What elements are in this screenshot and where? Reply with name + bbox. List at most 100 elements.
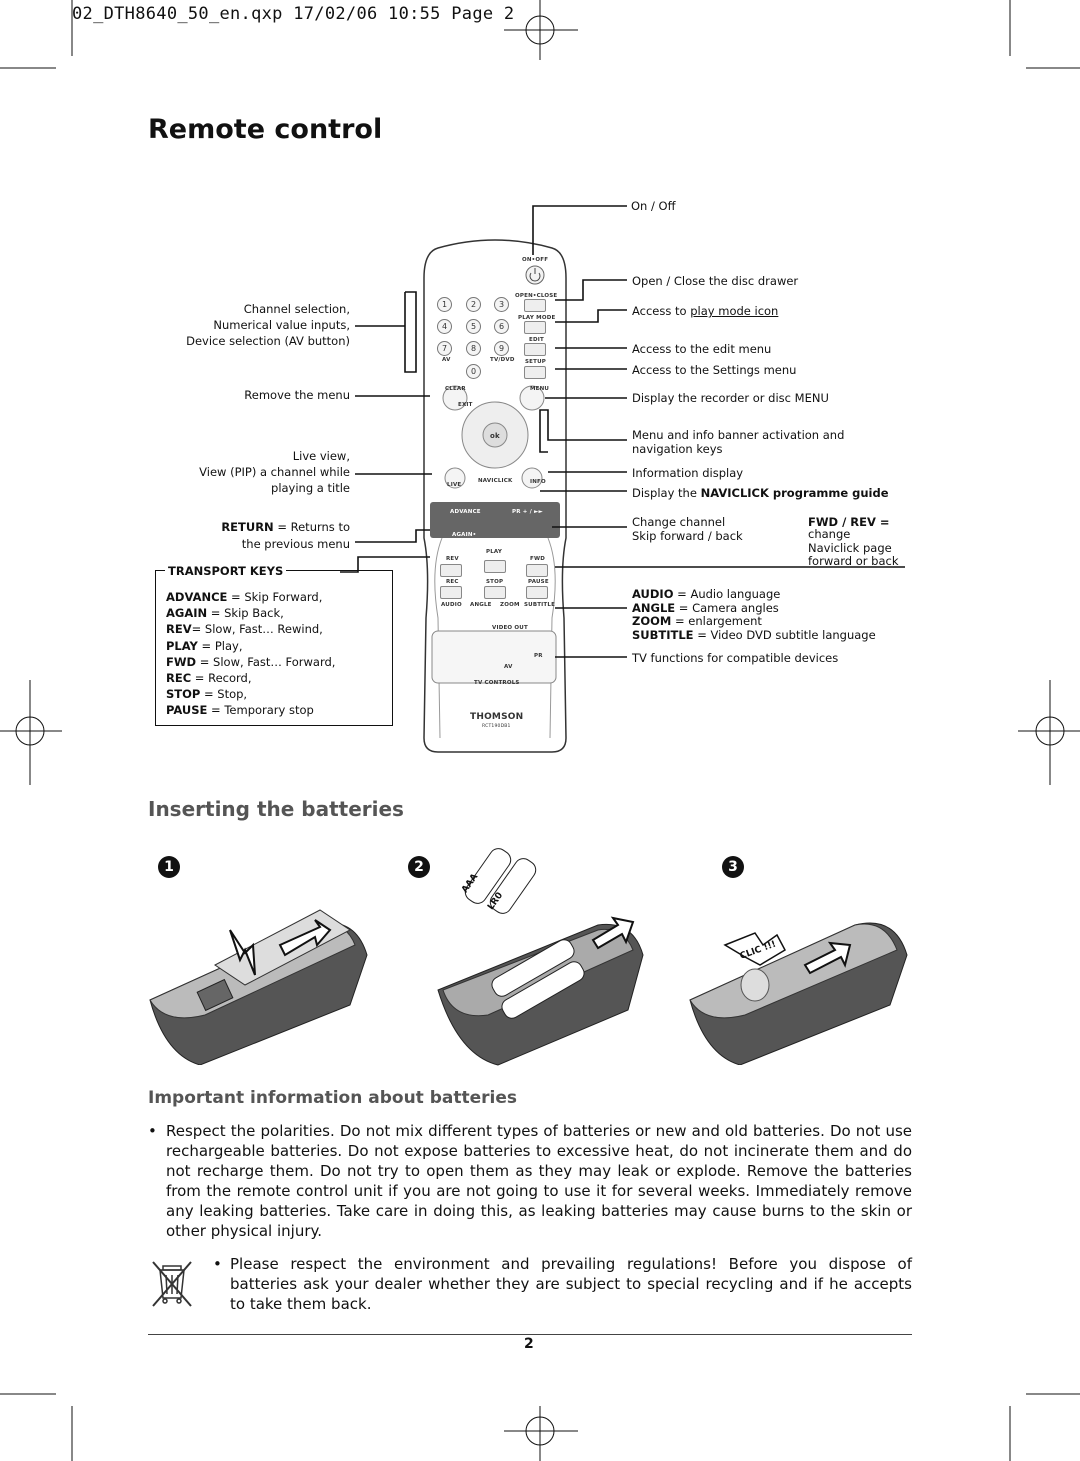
step-2-badge: 2 (408, 856, 430, 878)
remote-stop-button (484, 586, 506, 599)
remote-menu-label: MENU (530, 386, 550, 392)
remote-playmode-button (524, 321, 546, 334)
remote-onoff-label: ON•OFF (522, 257, 549, 263)
remote-prminus-label: PR – / ◄◄ (512, 538, 542, 544)
transport-item: AGAIN = Skip Back, (166, 606, 284, 621)
label-skip: Skip forward / back (632, 529, 743, 543)
label-edit: Access to the edit menu (632, 342, 772, 356)
remote-openclose-button (524, 299, 546, 312)
remote-digit-9: 9 (494, 341, 509, 356)
remote-exit-label: EXIT (458, 402, 473, 408)
page-title: Remote control (148, 114, 383, 145)
label-live-1: Live view, (292, 449, 350, 463)
important-heading: Important information about batteries (148, 1088, 517, 1108)
recycle-bin-icon (152, 1261, 192, 1307)
remote-again-label: AGAIN• RETURN (452, 532, 479, 545)
file-header: 02_DTH8640_50_en.qxp 17/02/06 10:55 Page… (72, 4, 515, 24)
remote-audio-label: AUDIO (441, 602, 462, 608)
remote-edit-button (524, 343, 546, 356)
transport-item: FWD = Slow, Fast… Forward, (166, 654, 336, 669)
label-return-desc: = Returns to (273, 520, 350, 534)
page-number: 2 (524, 1336, 534, 1352)
label-live-3: playing a title (271, 481, 350, 495)
important-paragraph-1: Respect the polarities. Do not mix diffe… (166, 1122, 912, 1240)
remote-pause-label: PAUSE (528, 579, 549, 585)
important-paragraph-2: Please respect the environment and preva… (230, 1255, 912, 1313)
remote-av-btn-label: AV (504, 664, 513, 670)
remote-ok-label: ok (490, 432, 500, 440)
remote-openclose-label: OPEN•CLOSE (515, 293, 558, 299)
remote-play-button (484, 560, 506, 573)
remote-pause-button (526, 586, 548, 599)
step-3-badge: 3 (722, 856, 744, 878)
bullet-1: • (148, 1122, 157, 1140)
remote-zoom-label: ZOOM (500, 602, 520, 608)
remote-digit-8: 8 (466, 341, 481, 356)
remote-play-label: PLAY (486, 549, 503, 555)
remote-digit-0: 0 (466, 364, 481, 379)
label-return-2: the previous menu (241, 537, 350, 551)
remote-fwd-button (526, 564, 548, 577)
remote-tvcontrols-label: TV CONTROLS (474, 680, 520, 686)
remote-rec-button (440, 586, 462, 599)
label-return-key: RETURN (221, 520, 274, 534)
transport-item: STOP = Stop, (166, 687, 248, 702)
step-1-badge: 1 (158, 856, 180, 878)
remote-brand: THOMSON (470, 712, 524, 722)
remote-model: RCT190DB1 (482, 724, 511, 729)
label-tv-functions: TV functions for compatible devices (632, 651, 839, 665)
remote-digit-4: 4 (437, 319, 452, 334)
remote-digit-6: 6 (494, 319, 509, 334)
remote-tvdvd-label: TV/DVD (490, 357, 515, 363)
remote-stop-label: STOP (486, 579, 504, 585)
transport-item: PAUSE = Temporary stop (166, 703, 314, 718)
transport-keys-heading: TRANSPORT KEYS (165, 564, 287, 578)
label-channel-2: Numerical value inputs, (213, 318, 350, 332)
bullet-2: • (213, 1255, 222, 1273)
label-info: Information display (632, 466, 744, 480)
label-menu: Display the recorder or disc MENU (632, 391, 829, 405)
transport-item: REV= Slow, Fast… Rewind, (166, 622, 323, 637)
remote-rev-button (440, 564, 462, 577)
remote-playmode-label: PLAY MODE (518, 315, 556, 321)
remote-av-label: AV (442, 357, 451, 363)
play-mode-link: play mode icon (690, 304, 779, 318)
remote-setup-label: SETUP (525, 359, 546, 365)
label-nav-1: Menu and info banner activation and (632, 428, 845, 442)
remote-rev-label: REV (446, 556, 459, 562)
transport-item: REC = Record, (166, 671, 252, 686)
transport-item: ADVANCE = Skip Forward, (166, 590, 323, 604)
label-nav-2: navigation keys (632, 442, 723, 456)
remote-info-label: INFO (530, 479, 546, 485)
transport-keys-list: ADVANCE = Skip Forward, AGAIN = Skip Bac… (166, 589, 335, 719)
remote-digit-7: 7 (437, 341, 452, 356)
label-naviclick: Display the NAVICLICK programme guide (632, 486, 889, 500)
remote-live-label: LIVE (447, 482, 462, 488)
remote-digit-3: 3 (494, 297, 509, 312)
remote-clear-label: CLEAR (445, 386, 466, 392)
label-remove-menu: Remove the menu (244, 388, 350, 402)
remote-prplus-label: PR + / ►► (512, 509, 543, 515)
label-open-close: Open / Close the disc drawer (632, 274, 799, 288)
label-fwdrev: change Naviclick page forward or back (808, 527, 899, 568)
label-settings: Access to the Settings menu (632, 363, 797, 377)
remote-digit-1: 1 (437, 297, 452, 312)
label-channel-1: Channel selection, (243, 302, 350, 316)
batteries-heading: Inserting the batteries (148, 797, 404, 821)
label-live-2: View (PIP) a channel while (199, 465, 350, 479)
remote-setup-button (524, 366, 546, 379)
remote-subtitle-label: SUBTITLE (524, 602, 556, 608)
remote-naviclick-label: NAVICLICK (478, 478, 513, 484)
remote-advance-label: ADVANCE (450, 509, 481, 515)
transport-item: PLAY = Play, (166, 638, 243, 653)
remote-rec-label: REC (446, 579, 459, 585)
label-fwdrev-head: FWD / REV = (808, 515, 890, 529)
remote-digit-5: 5 (466, 319, 481, 334)
battery-step-2-illustration: AAA LR0 (437, 848, 644, 1066)
footer-rule (148, 1334, 912, 1335)
remote-fwd-label: FWD (530, 556, 545, 562)
label-channel-3: Device selection (AV button) (186, 334, 350, 348)
remote-digit-2: 2 (466, 297, 481, 312)
battery-step-1-illustration (149, 909, 368, 1065)
